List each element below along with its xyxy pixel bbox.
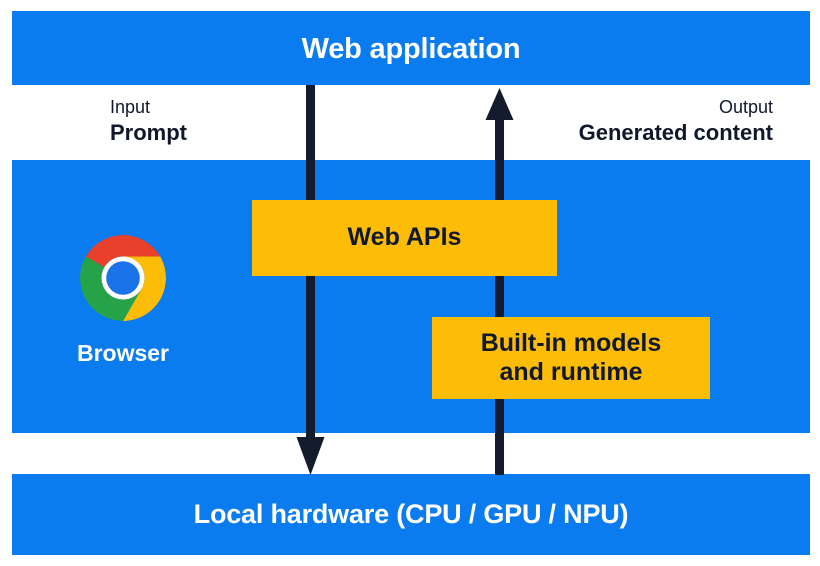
- output-flow-note: Output Generated content: [579, 97, 773, 147]
- layer-web-application: Web application: [12, 11, 810, 85]
- box-builtin-models-label-line2: and runtime: [499, 358, 643, 386]
- output-flow-kind: Output: [718, 97, 773, 117]
- input-flow-kind: Input: [110, 97, 151, 117]
- box-web-apis-label: Web APIs: [347, 223, 462, 252]
- chrome-logo-icon: [80, 235, 166, 321]
- browser-label: Browser: [76, 340, 170, 366]
- box-web-apis[interactable]: Web APIs: [252, 200, 557, 276]
- layer-local-hardware: Local hardware (CPU / GPU / NPU): [12, 474, 810, 555]
- box-builtin-models-label: Built-in models and runtime: [481, 329, 662, 388]
- input-flow-value: Prompt: [110, 119, 187, 145]
- box-builtin-models-and-runtime[interactable]: Built-in models and runtime: [432, 317, 710, 399]
- web-application-title: Web application: [301, 33, 521, 65]
- box-builtin-models-label-line1: Built-in models: [480, 328, 662, 357]
- output-flow-value: Generated content: [578, 119, 773, 145]
- local-hardware-title: Local hardware (CPU / GPU / NPU): [193, 499, 629, 529]
- input-flow-note: Input Prompt: [110, 97, 187, 147]
